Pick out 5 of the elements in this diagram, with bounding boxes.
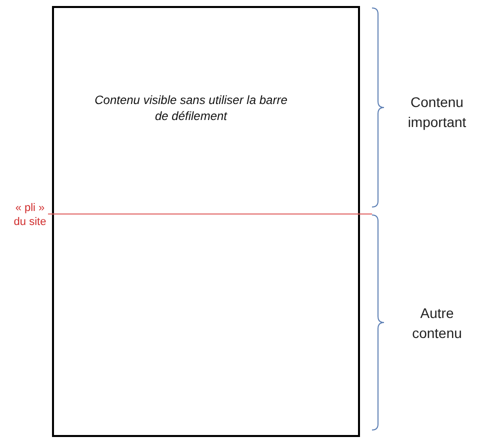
body-text: Contenu visible sans utiliser la barre de défilement (94, 92, 288, 124)
section-label: Autre contenu (411, 304, 463, 343)
fold-label: « pli » du site (12, 201, 48, 229)
section-label: Contenu important (406, 93, 468, 132)
page-frame (52, 6, 360, 437)
